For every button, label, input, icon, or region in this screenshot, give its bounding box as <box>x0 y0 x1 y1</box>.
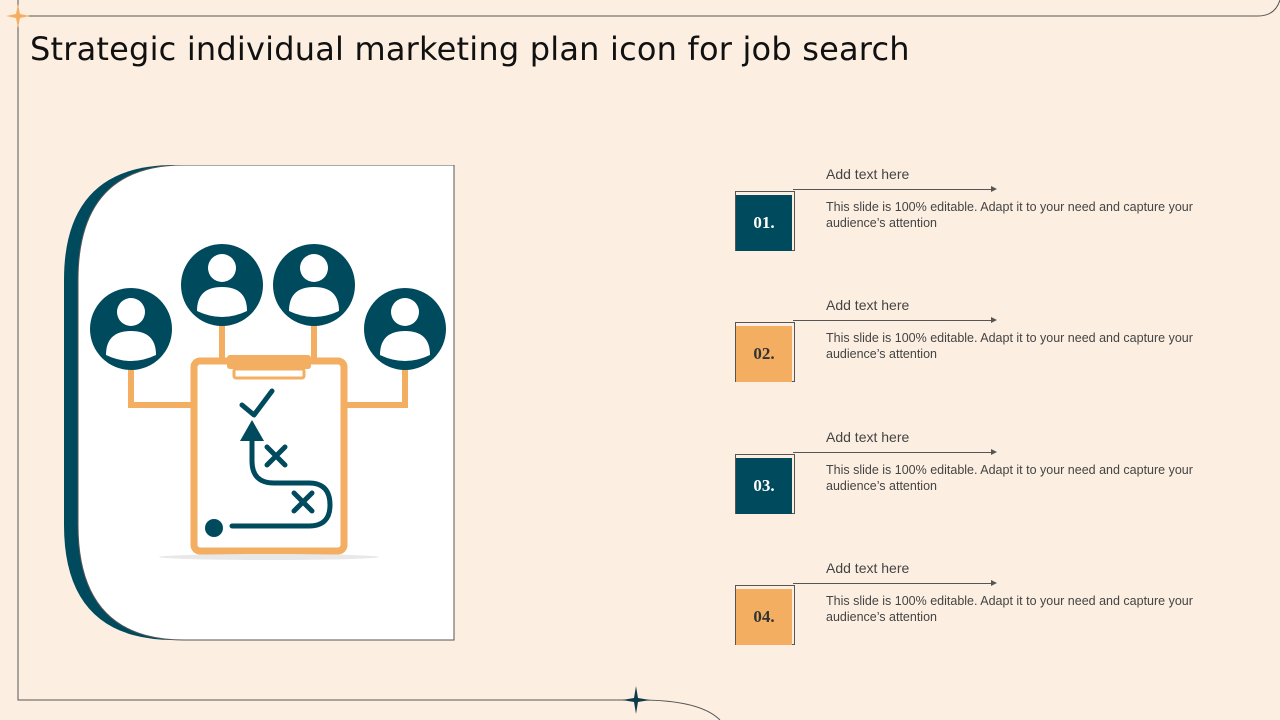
item-heading: Add text here <box>826 560 910 576</box>
list-item-4: 04. Add text here This slide is 100% edi… <box>735 560 1235 655</box>
arrow-line <box>793 583 995 584</box>
clipboard-clip <box>227 355 311 369</box>
check-icon <box>239 388 275 418</box>
item-description: This slide is 100% editable. Adapt it to… <box>826 463 1193 493</box>
arrow-right-icon <box>991 186 997 192</box>
arrow-line <box>793 189 995 190</box>
item-number: 02. <box>736 326 792 382</box>
arrow-line <box>793 320 995 321</box>
arrow-right-icon <box>991 580 997 586</box>
list-item-1: 01. Add text here This slide is 100% edi… <box>735 166 1235 261</box>
cross-icon <box>264 444 288 468</box>
arrow-up-icon <box>240 420 264 441</box>
item-heading: Add text here <box>826 297 910 313</box>
marketing-plan-team-clipboard-icon <box>64 165 455 641</box>
arrow-right-icon <box>991 449 997 455</box>
sparkle-icon <box>6 4 30 28</box>
sparkle-icon <box>622 686 650 714</box>
arrow-line <box>793 452 995 453</box>
item-heading: Add text here <box>826 429 910 445</box>
item-description: This slide is 100% editable. Adapt it to… <box>826 594 1193 624</box>
item-number: 01. <box>736 195 792 251</box>
start-dot <box>205 519 223 537</box>
user-avatar-icon <box>273 244 355 326</box>
user-avatar-icon <box>90 288 172 370</box>
list-item-2: 02. Add text here This slide is 100% edi… <box>735 297 1235 392</box>
item-description: This slide is 100% editable. Adapt it to… <box>826 200 1193 230</box>
arrow-right-icon <box>991 317 997 323</box>
item-description: This slide is 100% editable. Adapt it to… <box>826 331 1193 361</box>
user-avatar-icon <box>181 244 263 326</box>
page-title: Strategic individual marketing plan icon… <box>30 30 910 68</box>
route-path <box>229 434 333 529</box>
item-heading: Add text here <box>826 166 910 182</box>
cross-icon <box>291 490 315 514</box>
item-number: 03. <box>736 458 792 514</box>
item-number: 04. <box>736 589 792 645</box>
list-item-3: 03. Add text here This slide is 100% edi… <box>735 429 1235 524</box>
user-avatar-icon <box>364 288 446 370</box>
